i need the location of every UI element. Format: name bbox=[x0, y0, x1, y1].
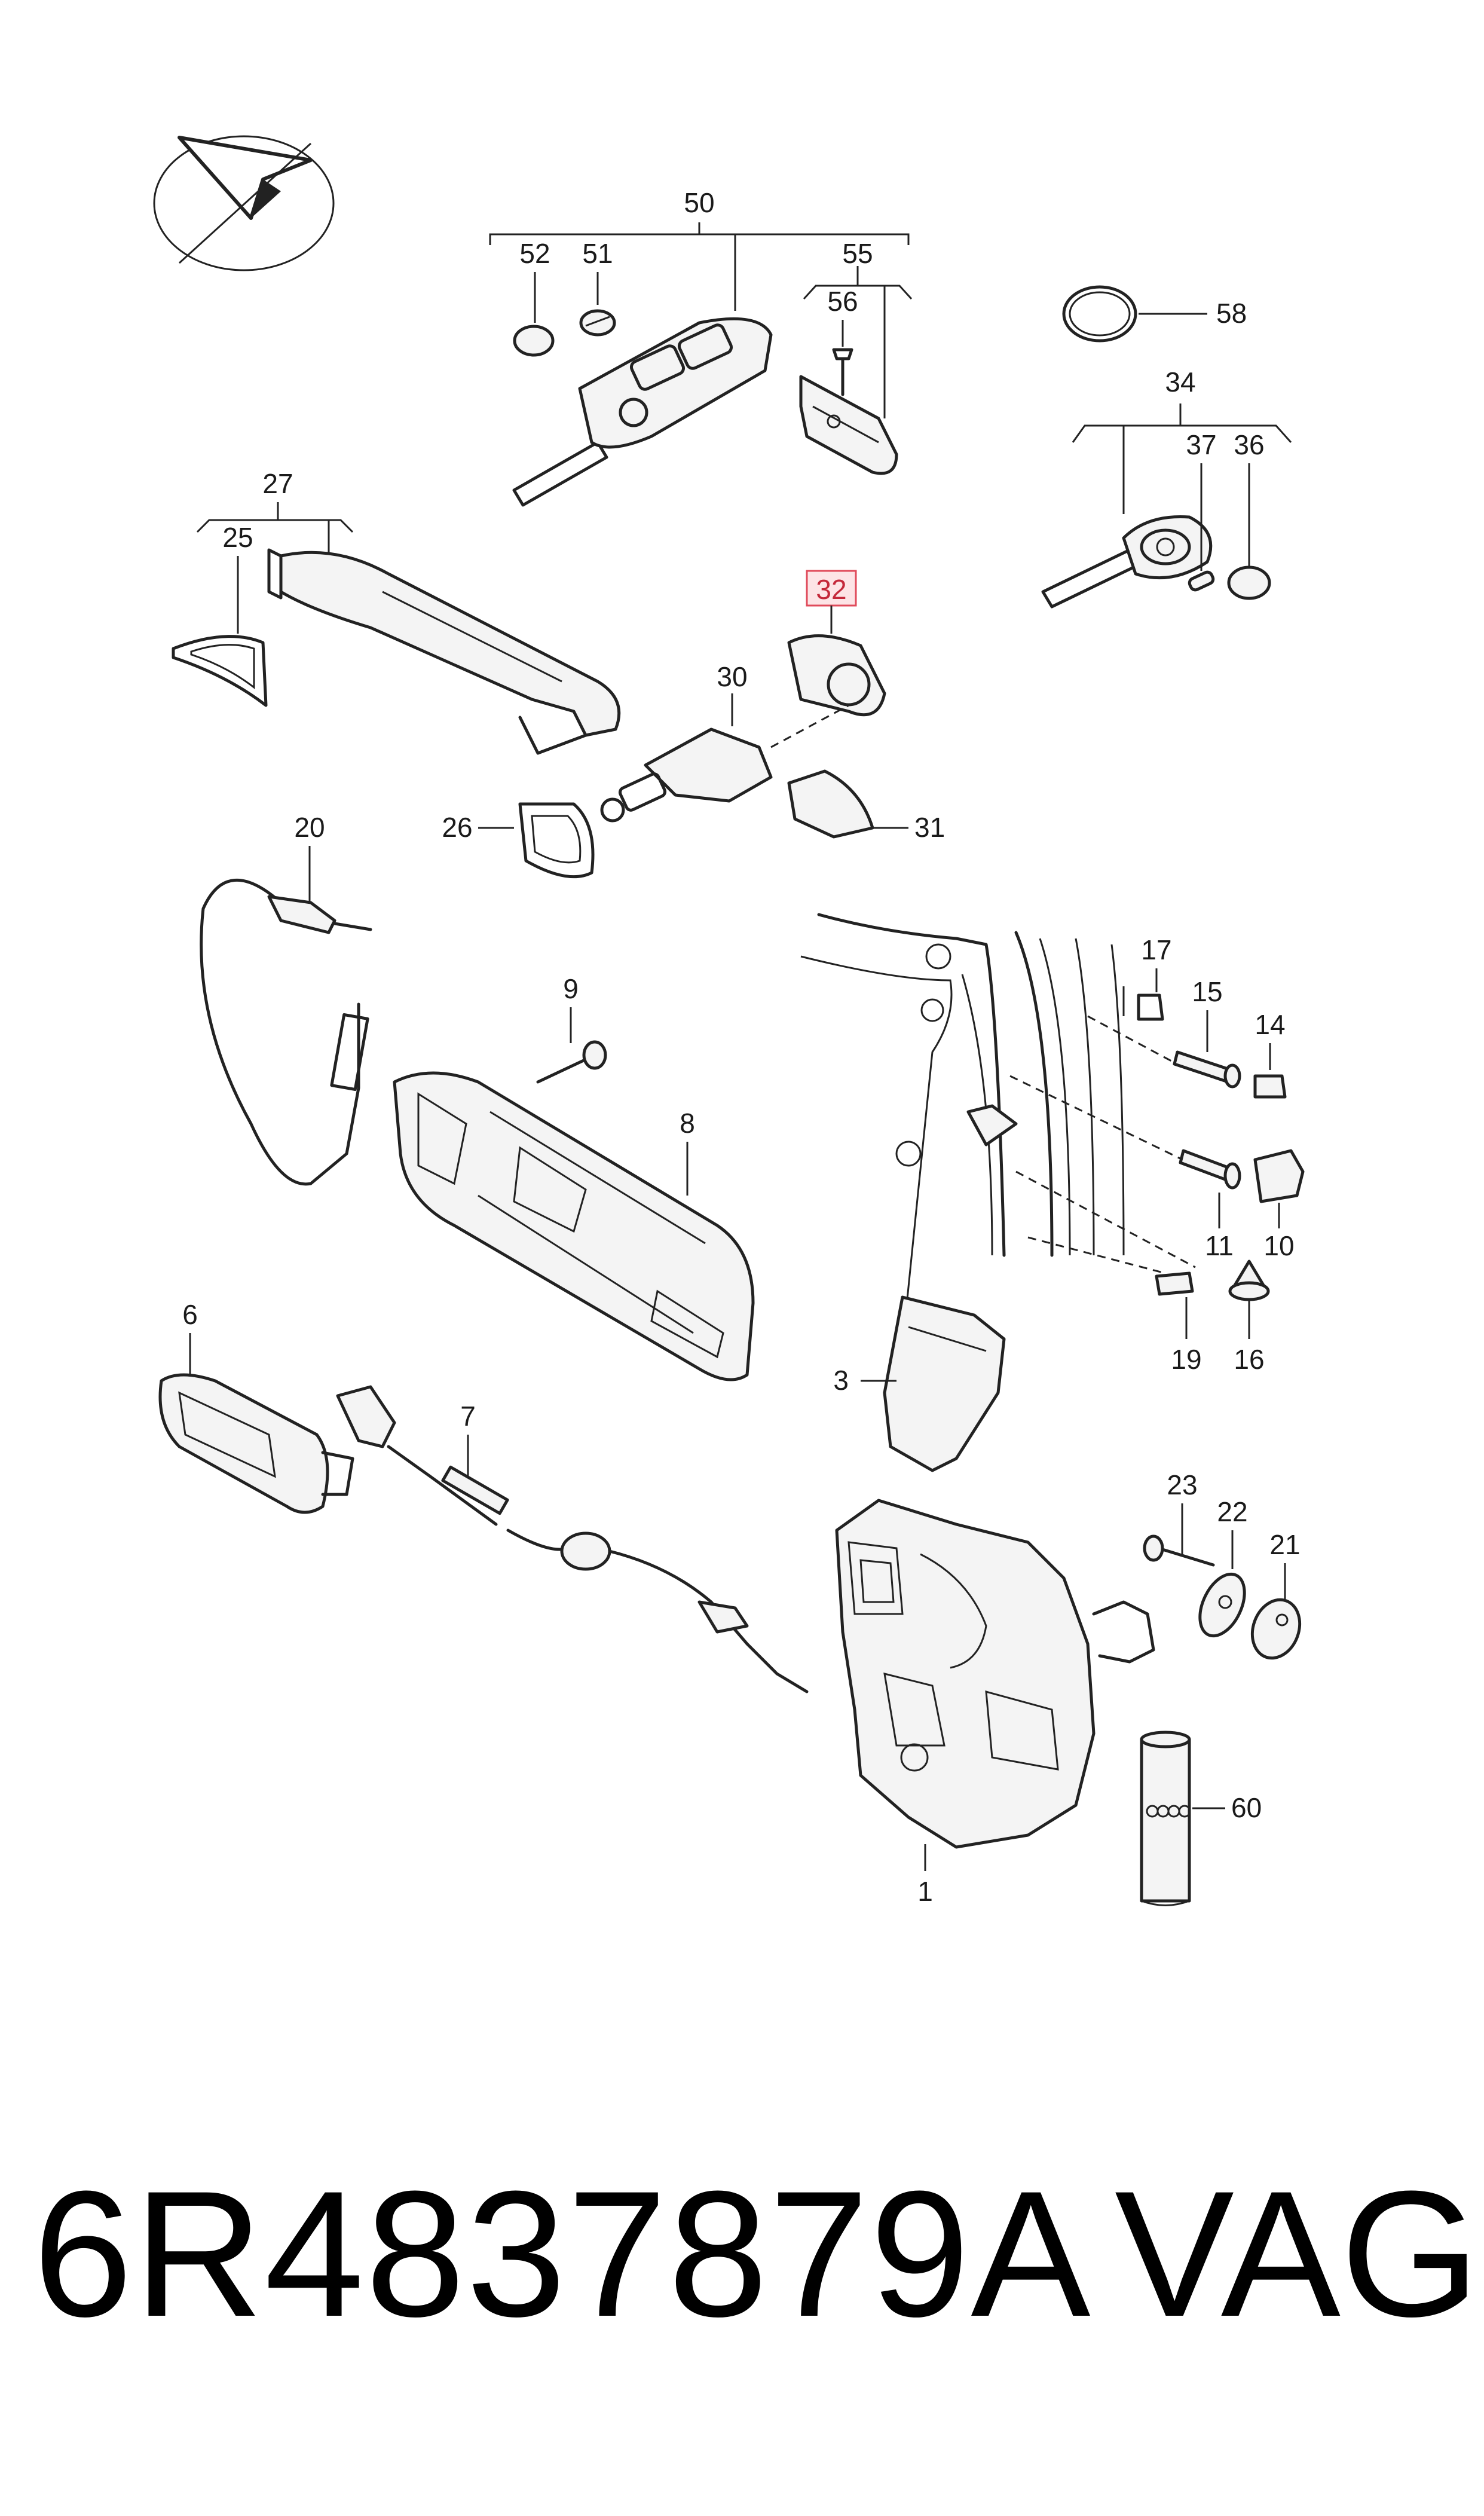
part-number: 6R4837879A bbox=[33, 2153, 1092, 2354]
gasket-26 bbox=[478, 802, 595, 879]
label-14: 14 bbox=[1254, 1009, 1285, 1040]
mechanical-key bbox=[1041, 515, 1213, 609]
label-31: 31 bbox=[914, 812, 945, 843]
bowden-cable-20 bbox=[200, 846, 372, 1186]
label-7: 7 bbox=[460, 1401, 476, 1432]
cap-14 bbox=[1253, 1043, 1287, 1099]
label-60: 60 bbox=[1231, 1792, 1262, 1823]
label-25: 25 bbox=[222, 522, 253, 553]
release-cable-7 bbox=[336, 1385, 809, 1693]
label-1: 1 bbox=[917, 1876, 933, 1907]
screw-56 bbox=[832, 320, 853, 396]
o-ring bbox=[1062, 285, 1207, 343]
cap-10 bbox=[1253, 1149, 1305, 1228]
cover-cap-32 bbox=[787, 606, 886, 717]
door-lock-actuator-1 bbox=[835, 1499, 1155, 1871]
bolt-9 bbox=[536, 1007, 607, 1084]
label-20: 20 bbox=[294, 812, 325, 843]
label-11: 11 bbox=[1205, 1230, 1234, 1261]
label-8: 8 bbox=[680, 1108, 695, 1139]
label-56: 56 bbox=[827, 286, 858, 317]
disc-21 bbox=[1250, 1563, 1302, 1660]
pin-37 bbox=[1188, 463, 1215, 592]
trim-cap-31 bbox=[787, 769, 908, 839]
label-55: 55 bbox=[842, 238, 873, 269]
label-51: 51 bbox=[582, 238, 613, 269]
outer-door-handle bbox=[267, 548, 621, 755]
plug-16 bbox=[1228, 1259, 1270, 1339]
brand-name: VAG bbox=[1115, 2153, 1480, 2354]
bracket-34 bbox=[1072, 403, 1292, 514]
label-3: 3 bbox=[833, 1365, 849, 1396]
handle-carrier-8 bbox=[393, 1071, 755, 1381]
bracket-55 bbox=[803, 266, 913, 418]
label-34: 34 bbox=[1165, 366, 1195, 398]
label-23: 23 bbox=[1167, 1469, 1197, 1500]
label-19: 19 bbox=[1171, 1344, 1201, 1375]
screw-19 bbox=[1155, 1271, 1194, 1339]
label-16: 16 bbox=[1234, 1344, 1264, 1375]
label-26: 26 bbox=[442, 812, 472, 843]
inner-door-handle-6 bbox=[158, 1333, 354, 1514]
badge-emblem bbox=[579, 272, 616, 337]
label-10: 10 bbox=[1263, 1230, 1294, 1261]
highlight-box-32 bbox=[806, 570, 857, 607]
door-shell bbox=[800, 913, 1208, 1405]
battery-cell bbox=[513, 272, 555, 357]
screw-11 bbox=[1179, 1149, 1241, 1228]
lock-bracket-3 bbox=[861, 1295, 1006, 1472]
handle-gasket-25 bbox=[172, 556, 268, 707]
compass-arrow-icon bbox=[153, 135, 335, 271]
label-37: 37 bbox=[1186, 429, 1216, 460]
label-15: 15 bbox=[1192, 976, 1222, 1007]
label-21: 21 bbox=[1269, 1529, 1300, 1560]
screw-15 bbox=[1173, 1010, 1241, 1089]
label-52: 52 bbox=[519, 238, 550, 269]
label-17: 17 bbox=[1141, 934, 1171, 965]
lock-cylinder-30 bbox=[600, 693, 849, 823]
label-9: 9 bbox=[563, 973, 579, 1004]
label-6: 6 bbox=[182, 1299, 198, 1330]
label-22: 22 bbox=[1217, 1496, 1247, 1527]
washer-22 bbox=[1198, 1530, 1246, 1638]
label-50: 50 bbox=[684, 187, 714, 218]
label-36: 36 bbox=[1234, 429, 1264, 460]
key-bit-holder bbox=[799, 375, 898, 475]
label-58: 58 bbox=[1216, 298, 1247, 329]
cap-36 bbox=[1227, 463, 1271, 600]
bracket-50 bbox=[489, 222, 910, 311]
label-30: 30 bbox=[717, 661, 747, 692]
screw-23 bbox=[1143, 1503, 1215, 1567]
label-27: 27 bbox=[262, 468, 293, 499]
plug-17 bbox=[1137, 968, 1164, 1021]
label-32: 32 bbox=[816, 574, 846, 605]
remote-key-fob bbox=[512, 317, 773, 507]
grease-tube-60 bbox=[1140, 1731, 1225, 1906]
